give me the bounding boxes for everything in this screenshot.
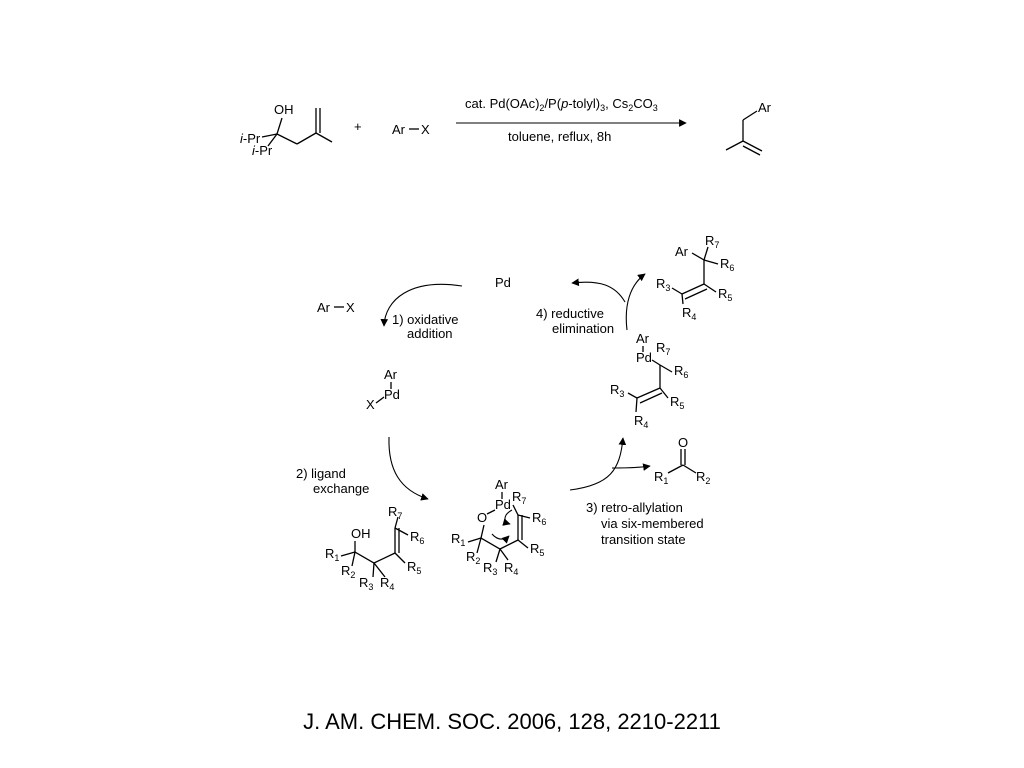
alcohol-r7-label: R7 xyxy=(388,504,402,521)
catalytic-cycle: Pd Ar X 1) oxidative addition Ar Pd X 2)… xyxy=(296,233,734,592)
allylpd-r7-label: R7 xyxy=(656,340,670,357)
allylpd-r3-label: R3 xyxy=(610,382,624,399)
ketone-r1-label: R1 xyxy=(654,469,668,486)
ts-r7-label: R7 xyxy=(512,489,526,506)
product-r7-label: R7 xyxy=(705,233,719,250)
cycle-arx: Ar X xyxy=(317,300,355,315)
alcohol-r5-label: R5 xyxy=(407,559,421,576)
product-r6-label: R6 xyxy=(720,256,734,273)
ligand-exchange-label-1: 2) ligand xyxy=(296,466,346,481)
citation: J. AM. CHEM. SOC. 2006, 128, 2210-2211 xyxy=(303,709,721,734)
ligand-exchange-arrow xyxy=(388,436,429,501)
ketone-o-label: O xyxy=(678,435,688,450)
allylpd-r5-label: R5 xyxy=(670,394,684,411)
ts-curved-arrow-1 xyxy=(502,509,513,526)
conditions-top: cat. Pd(OAc)2/P(p-tolyl)3, Cs2CO3 xyxy=(465,96,658,113)
alcohol-r2-label: R2 xyxy=(341,563,355,580)
ts-r4-label: R4 xyxy=(504,560,518,577)
ts-pd-label: Pd xyxy=(495,497,511,512)
product-r3-label: R3 xyxy=(656,276,670,293)
pd-regeneration-arrow xyxy=(571,278,626,303)
allylpd-r6-label: R6 xyxy=(674,363,688,380)
allylpalladium-intermediate: Ar Pd R7 R6 R3 R5 R4 xyxy=(610,331,688,430)
arpdx-ar-label: Ar xyxy=(384,367,398,382)
product-r5-label: R5 xyxy=(718,286,732,303)
product-cycle-ar-label: Ar xyxy=(675,244,689,259)
alcohol-r3-label: R3 xyxy=(359,575,373,592)
allylpd-pd-label: Pd xyxy=(636,350,652,365)
substrate-structure: OH i-Pr i-Pr xyxy=(240,102,333,158)
oxidative-addition-label-2: addition xyxy=(407,326,453,341)
homoallyl-alcohol: OH R7 R6 R1 R2 R3 R4 R5 xyxy=(325,504,424,592)
reagent-ar-label: Ar xyxy=(392,122,406,137)
product-structure: Ar xyxy=(725,100,772,156)
ketone-release-arrow xyxy=(611,463,651,471)
arpdx-intermediate: Ar Pd X xyxy=(366,367,400,412)
ts-r2-label: R2 xyxy=(466,549,480,566)
ts-r1-label: R1 xyxy=(451,531,465,548)
retro-allylation-label-3: transition state xyxy=(601,532,686,547)
reductive-elimination-label-2: elimination xyxy=(552,321,614,336)
top-reaction: OH i-Pr i-Pr + Ar X cat. Pd(OAc)2/P(p-to… xyxy=(240,96,772,158)
ts-ar-label: Ar xyxy=(495,477,509,492)
coupling-product: Ar R7 R6 R3 R5 R4 xyxy=(656,233,734,322)
alcohol-oh-label: OH xyxy=(351,526,371,541)
cycle-x-label: X xyxy=(346,300,355,315)
reagent-x-label: X xyxy=(421,122,430,137)
palladium-alkoxide-ts: Ar Pd O R7 R6 R1 R2 R3 R4 R5 xyxy=(451,477,546,577)
ts-r3-label: R3 xyxy=(483,560,497,577)
reductive-elimination-arrow xyxy=(625,273,646,331)
ts-r6-label: R6 xyxy=(532,510,546,527)
ts-r5-label: R5 xyxy=(530,541,544,558)
arpdx-x-label: X xyxy=(366,397,375,412)
product-r4-label: R4 xyxy=(682,305,696,322)
alcohol-r6-label: R6 xyxy=(410,529,424,546)
reductive-elimination-label-1: 4) reductive xyxy=(536,306,604,321)
retro-allylation-label-1: 3) retro-allylation xyxy=(586,500,683,515)
reagent-arx: Ar X xyxy=(392,122,430,137)
pd0-label: Pd xyxy=(495,275,511,290)
substrate-ipr-label-1: i-Pr xyxy=(240,131,261,146)
substrate-oh-label: OH xyxy=(274,102,294,117)
ketone-r2-label: R2 xyxy=(696,469,710,486)
alcohol-r1-label: R1 xyxy=(325,546,339,563)
oxidative-addition-arrow xyxy=(380,283,463,327)
oxidative-addition-label-1: 1) oxidative xyxy=(392,312,458,327)
product-ar-label: Ar xyxy=(758,100,772,115)
cycle-ar-label: Ar xyxy=(317,300,331,315)
substrate-ipr-label-2: i-Pr xyxy=(252,143,273,158)
allylpd-r4-label: R4 xyxy=(634,413,648,430)
alcohol-r4-label: R4 xyxy=(380,575,394,592)
plus-sign: + xyxy=(354,119,362,134)
ts-o-label: O xyxy=(477,510,487,525)
ketone-byproduct: O R1 R2 xyxy=(654,435,710,486)
ligand-exchange-label-2: exchange xyxy=(313,481,369,496)
allylpd-ar-label: Ar xyxy=(636,331,650,346)
conditions-bottom: toluene, reflux, 8h xyxy=(508,129,611,144)
retro-allylation-label-2: via six-membered xyxy=(601,516,704,531)
ts-curved-arrow-2 xyxy=(491,533,510,544)
arpdx-pd-label: Pd xyxy=(384,387,400,402)
retro-allylation-arrow xyxy=(569,437,627,491)
